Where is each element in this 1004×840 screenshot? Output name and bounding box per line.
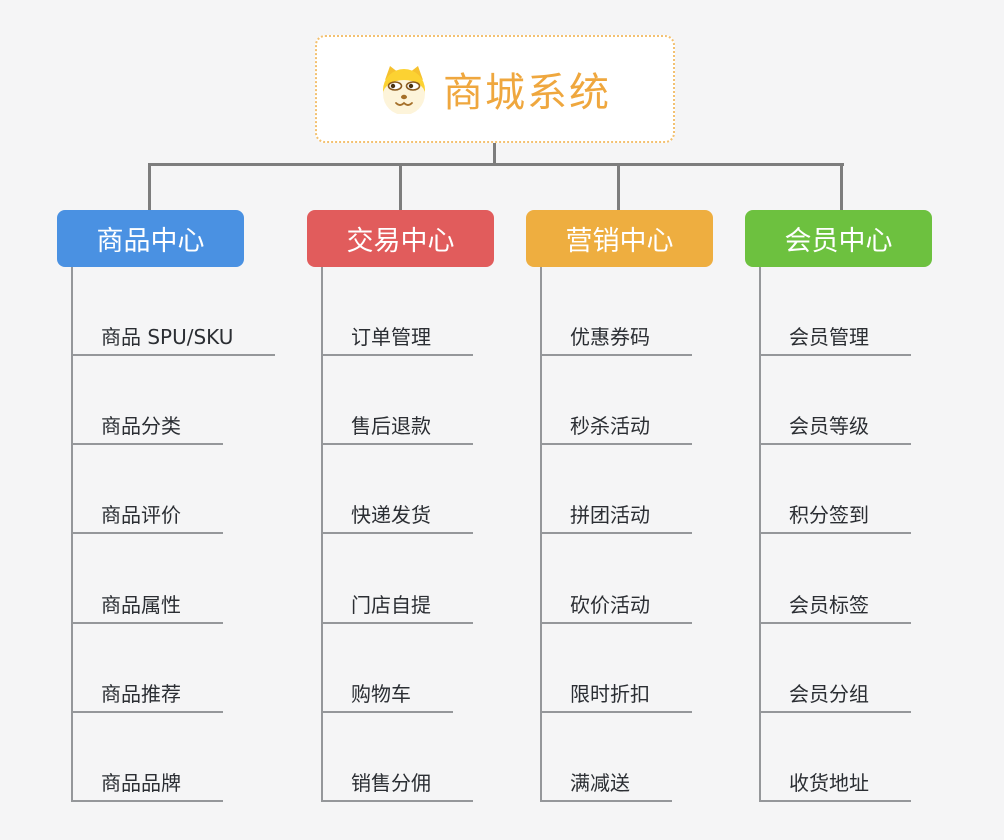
child-node[interactable]: 快递发货 — [321, 494, 473, 534]
branch-label: 交易中心 — [346, 226, 455, 257]
child-node[interactable]: 售后退款 — [321, 405, 473, 445]
child-node[interactable]: 积分签到 — [759, 494, 911, 534]
child-node[interactable]: 会员标签 — [759, 584, 911, 624]
child-node[interactable]: 拼团活动 — [540, 494, 692, 534]
branch-node-marketing-center[interactable]: 营销中心 — [526, 210, 713, 267]
child-node[interactable]: 砍价活动 — [540, 584, 692, 624]
branch-node-member-center[interactable]: 会员中心 — [745, 210, 932, 267]
child-node[interactable]: 购物车 — [321, 673, 453, 713]
branch-label: 营销中心 — [565, 226, 674, 257]
child-node[interactable]: 商品评价 — [71, 494, 223, 534]
child-node[interactable]: 订单管理 — [321, 316, 473, 356]
child-node[interactable]: 商品品牌 — [71, 762, 223, 802]
branch-label: 商品中心 — [96, 226, 205, 257]
child-node[interactable]: 商品属性 — [71, 584, 223, 624]
dog-icon — [383, 66, 425, 114]
child-node[interactable]: 门店自提 — [321, 584, 473, 624]
child-node[interactable]: 商品推荐 — [71, 673, 223, 713]
child-node[interactable]: 秒杀活动 — [540, 405, 692, 445]
connector-root-stem — [493, 141, 496, 165]
child-node[interactable]: 限时折扣 — [540, 673, 692, 713]
branch-node-trade-center[interactable]: 交易中心 — [307, 210, 494, 267]
child-node[interactable]: 会员等级 — [759, 405, 911, 445]
child-node[interactable]: 销售分佣 — [321, 762, 473, 802]
child-node[interactable]: 优惠券码 — [540, 316, 692, 356]
child-node[interactable]: 收货地址 — [759, 762, 911, 802]
child-node[interactable]: 商品分类 — [71, 405, 223, 445]
branch-label: 会员中心 — [784, 226, 893, 257]
branch-node-product-center[interactable]: 商品中心 — [57, 210, 244, 267]
connector-drop-2 — [399, 163, 402, 212]
connector-drop-3 — [617, 163, 620, 212]
child-node[interactable]: 满减送 — [540, 762, 672, 802]
root-title: 商城系统 — [443, 70, 611, 116]
root-node[interactable]: 商城系统 — [315, 35, 675, 143]
connector-drop-1 — [148, 163, 151, 212]
connector-drop-4 — [840, 163, 843, 212]
connector-crossbar — [148, 163, 844, 166]
child-node[interactable]: 会员分组 — [759, 673, 911, 713]
child-node[interactable]: 会员管理 — [759, 316, 911, 356]
child-node[interactable]: 商品 SPU/SKU — [71, 316, 276, 356]
